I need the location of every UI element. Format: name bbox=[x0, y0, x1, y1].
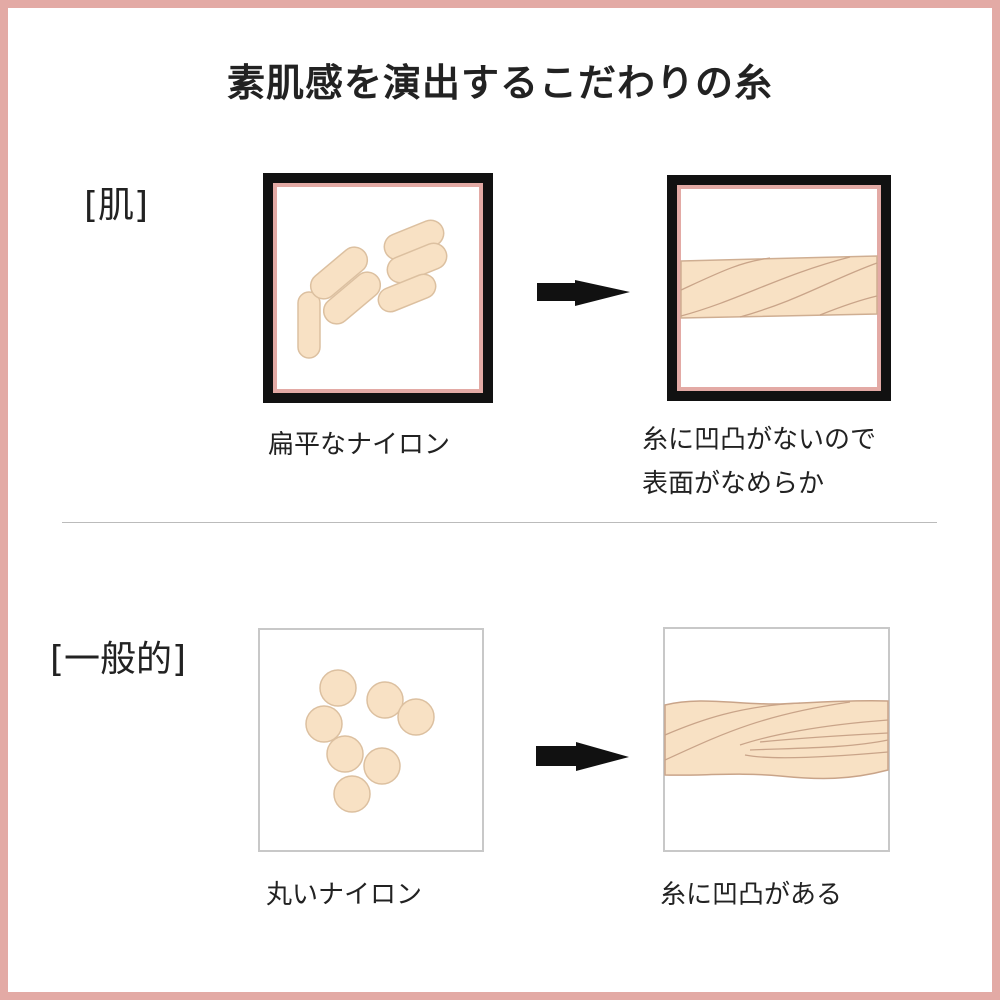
round-fiber bbox=[366, 681, 404, 719]
caption-uneven: 糸に凹凸がある bbox=[660, 880, 843, 910]
section-divider bbox=[62, 522, 937, 523]
section-label-hada: [肌] bbox=[84, 185, 149, 226]
uneven-yarn-box bbox=[663, 627, 890, 852]
round-fiber bbox=[363, 747, 401, 785]
caption-smooth-line2: 表面がなめらか bbox=[642, 469, 825, 499]
caption-round-nylon: 丸いナイロン bbox=[266, 880, 423, 910]
round-fiber bbox=[305, 705, 343, 743]
flat-nylon-box bbox=[263, 173, 493, 403]
round-fiber bbox=[333, 775, 371, 813]
caption-flat-nylon: 扁平なナイロン bbox=[268, 430, 451, 460]
section-label-general: [一般的] bbox=[50, 639, 187, 680]
round-nylon-box bbox=[258, 628, 484, 852]
caption-smooth-line1: 糸に凹凸がないので bbox=[642, 425, 877, 455]
round-fiber bbox=[319, 669, 357, 707]
round-fiber bbox=[397, 698, 435, 736]
round-fiber bbox=[326, 735, 364, 773]
flat-fiber bbox=[309, 246, 369, 300]
flat-fiber bbox=[297, 291, 321, 359]
arrow-right-icon bbox=[536, 742, 629, 771]
arrow-right-icon bbox=[537, 280, 630, 306]
smooth-yarn-box bbox=[667, 175, 891, 401]
page-title: 素肌感を演出するこだわりの糸 bbox=[226, 61, 773, 105]
flat-fiber bbox=[377, 273, 437, 313]
flat-fiber bbox=[322, 271, 382, 325]
